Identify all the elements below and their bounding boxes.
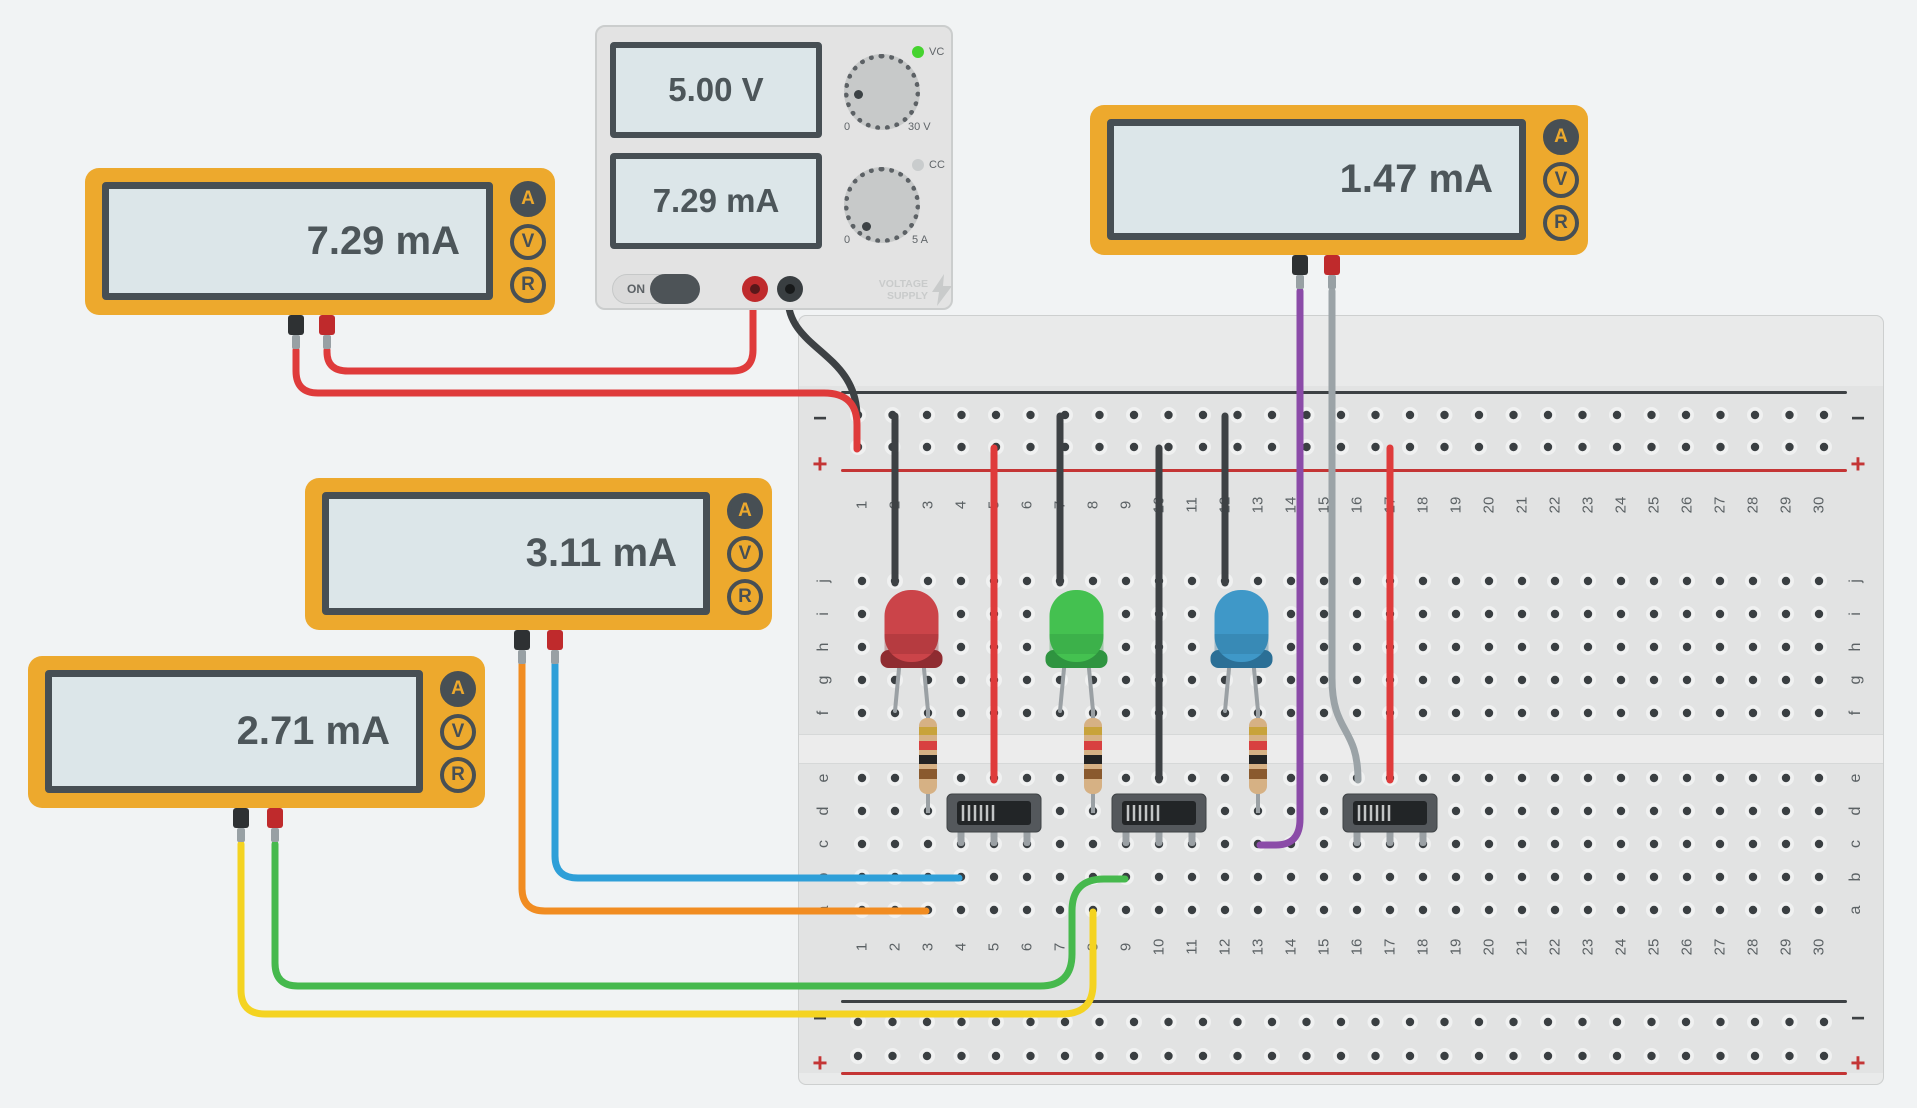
meter3-positive-to-switch2-wire[interactable] xyxy=(271,840,1129,990)
resistor-3-band[interactable] xyxy=(1249,769,1267,779)
power-black-to-negative-rail-wire[interactable] xyxy=(784,294,861,421)
positive-terminal[interactable] xyxy=(1324,255,1340,289)
cc-indicator-led xyxy=(912,159,924,171)
voltage-knob-max-label: 30 V xyxy=(908,121,931,133)
voltage-knob[interactable] xyxy=(844,54,920,130)
positive-terminal[interactable] xyxy=(319,315,335,349)
voltage-display: 5.00 V xyxy=(610,42,822,138)
top-positive-rail-line xyxy=(841,469,1847,472)
positive-output-jack[interactable] xyxy=(742,276,768,302)
bottom-positive-rail-line xyxy=(841,1072,1847,1075)
volts-mode-button[interactable]: V xyxy=(440,714,476,750)
negative-terminal[interactable] xyxy=(1292,255,1308,289)
volts-mode-button[interactable]: V xyxy=(727,536,763,572)
bottom-negative-rail-line xyxy=(841,1000,1847,1003)
resistor-2-band[interactable] xyxy=(1084,769,1102,779)
blue-led-rim[interactable] xyxy=(1214,634,1269,654)
lightning-bolt-icon xyxy=(932,274,952,306)
multimeter-reading: 3.11 mA xyxy=(322,492,710,615)
positive-rail-sign: + xyxy=(1850,1047,1866,1078)
negative-rail-sign: − xyxy=(1850,1005,1866,1032)
breadboard-center-channel xyxy=(799,734,1883,764)
multimeter-blue-branch[interactable]: 1.47 mA A V R xyxy=(1090,105,1588,289)
positive-rail-sign: + xyxy=(1850,448,1866,479)
power-supply[interactable]: 5.00 V 7.29 mA VC 0 30 V CC 0 5 A ON VOL… xyxy=(595,25,953,310)
resistance-mode-button[interactable]: R xyxy=(1543,205,1579,241)
meter2-negative-to-resistor1-wire[interactable] xyxy=(518,660,930,915)
top-negative-rail-line xyxy=(841,391,1847,394)
current-knob[interactable] xyxy=(844,167,920,243)
resistance-mode-button[interactable]: R xyxy=(727,579,763,615)
multimeter-reading: 2.71 mA xyxy=(45,670,423,793)
amps-mode-button[interactable]: A xyxy=(727,493,763,529)
meter4-positive-to-switch3-wire[interactable] xyxy=(1328,287,1362,784)
positive-rail-sign: + xyxy=(812,1047,828,1078)
power-toggle-label: ON xyxy=(627,282,645,296)
breadboard-bottom-margin xyxy=(799,1073,1883,1084)
power-toggle-knob[interactable] xyxy=(650,274,700,304)
negative-rail-sign: − xyxy=(812,405,828,432)
meter3-negative-to-resistor2-wire[interactable] xyxy=(237,840,1097,1018)
resistor-1-band[interactable] xyxy=(919,727,937,735)
multimeter-reading: 1.47 mA xyxy=(1107,119,1526,240)
volts-mode-button[interactable]: V xyxy=(510,224,546,260)
negative-terminal[interactable] xyxy=(233,808,249,842)
positive-terminal[interactable] xyxy=(267,808,283,842)
multimeter-total[interactable]: 7.29 mA A V R xyxy=(85,168,555,349)
negative-output-jack[interactable] xyxy=(777,276,803,302)
resistance-mode-button[interactable]: R xyxy=(510,267,546,303)
current-knob-indicator xyxy=(862,222,871,231)
resistance-mode-button[interactable]: R xyxy=(440,757,476,793)
vc-indicator-led xyxy=(912,46,924,58)
meter1-negative-to-positive-rail-wire[interactable] xyxy=(292,346,861,453)
meter2-positive-to-switch1-wire[interactable] xyxy=(551,660,963,882)
meter1-positive-to-power-red-wire[interactable] xyxy=(323,296,757,375)
red-led[interactable] xyxy=(884,590,939,662)
voltage-knob-indicator xyxy=(854,90,863,99)
resistor-1-band[interactable] xyxy=(919,741,937,750)
green-led-rim[interactable] xyxy=(1049,634,1104,654)
multimeter-reading: 7.29 mA xyxy=(102,182,493,300)
positive-terminal[interactable] xyxy=(547,630,563,664)
meter4-negative-to-resistor3-wire[interactable] xyxy=(1256,287,1304,849)
vc-indicator-label: VC xyxy=(929,46,945,58)
multimeter-red-branch[interactable]: 3.11 mA A V R xyxy=(305,478,772,664)
current-knob-max-label: 5 A xyxy=(912,234,928,246)
breadboard-top-margin xyxy=(799,316,1883,386)
volts-mode-button[interactable]: V xyxy=(1543,162,1579,198)
resistor-3-band[interactable] xyxy=(1249,755,1267,764)
resistor-1-band[interactable] xyxy=(919,769,937,779)
resistor-3-band[interactable] xyxy=(1249,741,1267,750)
red-led-rim[interactable] xyxy=(884,634,939,654)
resistor-1-band[interactable] xyxy=(919,755,937,764)
blue-led[interactable] xyxy=(1214,590,1269,662)
negative-terminal[interactable] xyxy=(288,315,304,349)
resistor-3-band[interactable] xyxy=(1249,727,1267,735)
resistor-2-band[interactable] xyxy=(1084,727,1102,735)
current-knob-min-label: 0 xyxy=(844,234,851,246)
resistor-2-band[interactable] xyxy=(1084,741,1102,750)
negative-terminal[interactable] xyxy=(514,630,530,664)
resistor-2-band[interactable] xyxy=(1084,755,1102,764)
voltage-knob-min-label: 0 xyxy=(844,121,851,133)
positive-rail-sign: + xyxy=(812,448,828,479)
negative-rail-sign: − xyxy=(1850,405,1866,432)
multimeter-green-branch[interactable]: 2.71 mA A V R xyxy=(28,656,485,842)
amps-mode-button[interactable]: A xyxy=(510,181,546,217)
cc-indicator-label: CC xyxy=(929,159,945,171)
green-led[interactable] xyxy=(1049,590,1104,662)
amps-mode-button[interactable]: A xyxy=(440,671,476,707)
amps-mode-button[interactable]: A xyxy=(1543,119,1579,155)
current-display: 7.29 mA xyxy=(610,153,822,249)
